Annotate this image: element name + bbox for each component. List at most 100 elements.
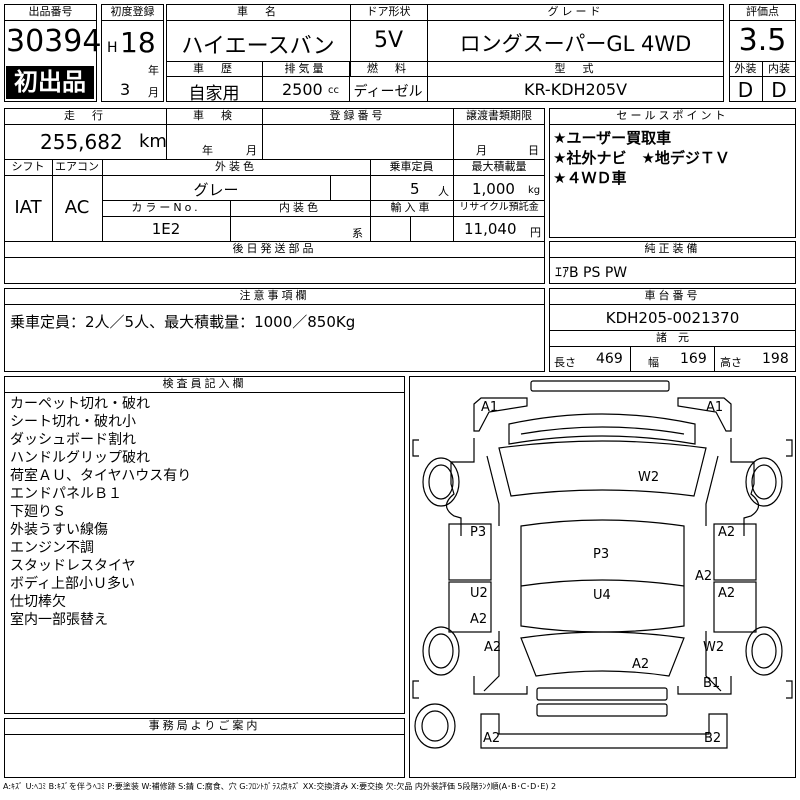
inspector-label: 検査員記入欄: [162, 377, 247, 390]
mark-a1-left: A1: [481, 400, 499, 415]
mark-a2-right-front: A2: [718, 525, 736, 540]
caution-box: [4, 288, 545, 372]
first-reg-label: 初度登録: [110, 5, 155, 18]
recycle-unit: 円: [530, 226, 541, 239]
car-diagram: [412, 380, 793, 749]
note-line: シート切れ・破れ小: [10, 414, 136, 430]
note-line: スタッドレスタイヤ: [10, 558, 136, 574]
model-label: 型 式: [554, 62, 597, 75]
mark-p3-left: P3: [470, 525, 487, 540]
genuine-equipment: ｴｱB PS PW: [555, 265, 628, 281]
int-color-label: 内装色: [279, 201, 321, 214]
car-name-label: 車 名: [237, 5, 279, 18]
later-parts-label: 後日発送部品: [232, 242, 317, 255]
shift: IAT: [14, 197, 42, 218]
max-load: 1,000: [472, 180, 515, 198]
mark-b2-bottom-right: B2: [704, 731, 722, 746]
transfer-month-unit: 月: [476, 144, 487, 157]
int-color-suffix: 系: [352, 227, 363, 240]
note-line: 外装うすい線傷: [10, 522, 108, 538]
color-no-label: カラーNo.: [131, 201, 201, 214]
capacity-unit: 人: [438, 185, 449, 198]
note-line: 室内一部張替え: [10, 612, 108, 628]
mileage-unit: km: [139, 131, 167, 152]
grade-label: グレード: [547, 5, 604, 18]
inspection-month-unit: 月: [246, 144, 257, 157]
damage-legend: A:ｷｽﾞ U:ﾍｺﾐ B:ｷｽﾞを伴うﾍｺﾐ P:要塗装 W:補修跡 S:錆 …: [3, 782, 557, 791]
note-line: ダッシュボード割れ: [10, 432, 136, 448]
mark-b1-right: B1: [703, 676, 721, 691]
ext-color-label: 外装色: [215, 160, 257, 173]
mark-p3-center: P3: [593, 547, 610, 562]
color-no: 1E2: [151, 220, 181, 238]
chassis-label: 車台番号: [644, 289, 701, 302]
exterior-grade-label: 外装: [734, 62, 757, 75]
selling-point: ★４ＷＤ車: [553, 169, 627, 187]
note-line: カーペット切れ・破れ: [10, 396, 150, 412]
note-line: 下廻りＳ: [10, 504, 66, 520]
capacity-label: 乗車定員: [389, 160, 434, 173]
first-listing-badge: [6, 66, 94, 99]
door-type: 5V: [373, 28, 404, 53]
transfer-day-unit: 日: [528, 144, 539, 157]
import-label: 輸入車: [390, 201, 433, 214]
model-code: KR-KDH205V: [523, 80, 628, 99]
lot-label: 出品番号: [28, 5, 73, 18]
selling-points-label: セールスポイント: [616, 109, 729, 122]
score: 3.5: [738, 23, 787, 58]
genuine-equipment-label: 純正装備: [644, 242, 701, 255]
first-reg-year: 18: [120, 26, 156, 59]
inspector-notes: カーペット切れ・破れ シート切れ・破れ小 ダッシュボード割れ ハンドルグリップ破…: [10, 395, 191, 629]
displacement: 2500: [282, 80, 323, 99]
chassis-number: KDH205-0021370: [605, 309, 740, 327]
max-load-unit: kg: [528, 185, 541, 196]
exterior-grade: D: [737, 78, 754, 102]
mark-a2-left-mid: A2: [470, 612, 488, 627]
inspection-label: 車 検: [193, 109, 235, 122]
height-label: 高さ: [720, 356, 742, 369]
first-reg-month: 3: [120, 80, 131, 99]
vehicle-detail-box: [4, 108, 545, 284]
fuel: ディーゼル: [353, 84, 423, 100]
month-unit: 月: [148, 86, 159, 99]
history-label: 車 歴: [193, 62, 235, 75]
mark-a2-bottom-left: A2: [483, 731, 501, 746]
inspection-year-unit: 年: [202, 144, 213, 157]
ext-color: グレー: [193, 181, 239, 199]
mileage: 255,682: [40, 130, 123, 154]
selling-points-box: [549, 108, 796, 238]
mark-w2-hood: W2: [638, 470, 660, 485]
recycle-label: リサイクル預託金: [459, 202, 539, 213]
caution-text: 乗車定員：2人／5人、最大積載量：1000／850Kg: [10, 313, 356, 331]
era: H: [107, 40, 118, 56]
selling-point: ★社外ナビ ★地デジＴＶ: [553, 149, 730, 167]
lot-number: 30394: [6, 24, 102, 59]
note-line: エンジン不調: [10, 540, 94, 556]
length-label: 長さ: [554, 356, 576, 369]
history: 自家用: [188, 84, 240, 104]
capacity: 5: [410, 180, 420, 198]
mark-w2-right-rear: W2: [703, 640, 725, 655]
mark-u4-center: U4: [593, 588, 611, 603]
mark-a1-right: A1: [706, 400, 724, 415]
year-unit: 年: [148, 64, 159, 77]
grade: ロングスーパーGL 4WD: [459, 32, 692, 56]
mark-a2-left-rear: A2: [484, 640, 502, 655]
note-line: 仕切棒欠: [10, 594, 66, 610]
displacement-unit: cc: [328, 85, 339, 96]
office-box: [4, 718, 405, 778]
displacement-label: 排気量: [284, 62, 327, 75]
score-label: 評価点: [746, 5, 779, 18]
note-line: 荷室ＡＵ、タイヤハウス有り: [10, 468, 192, 484]
width: 169: [680, 351, 707, 367]
door-label: ドア形状: [366, 5, 411, 18]
car-name: ハイエースバン: [181, 34, 335, 59]
fuel-label: 燃 料: [367, 62, 409, 75]
height: 198: [762, 351, 789, 367]
recycle-fee: 11,040: [464, 220, 517, 238]
note-line: ボディ上部小Ｕ多い: [10, 576, 136, 592]
mark-a2-center-right: A2: [695, 569, 713, 584]
width-label: 幅: [648, 356, 659, 369]
ac: AC: [64, 197, 90, 218]
mark-a2-center-rear: A2: [632, 657, 650, 672]
